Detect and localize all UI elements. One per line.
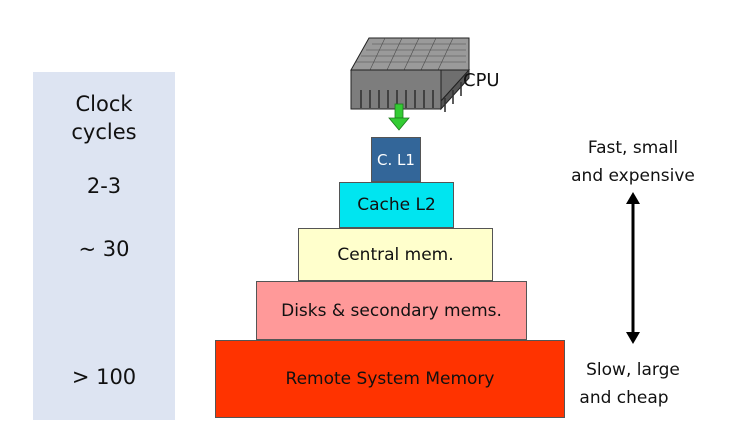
slow-note-line2: and cheap [579,388,669,408]
cpu-to-cache-arrow [388,103,410,131]
tier-l1-cache: C. L1 [371,137,421,182]
fast-note-line1: Fast, small [587,138,679,158]
speed-cost-double-arrow [626,192,640,344]
slow-note-line1: Slow, large [586,360,680,380]
tier-central-memory: Central mem. [298,228,493,281]
clock-cycles-panel [33,72,175,420]
clock-cycles-heading-line1: Clock [75,92,133,116]
cpu-label: CPU [463,70,500,91]
tier-secondary-memory: Disks & secondary mems. [256,281,527,340]
clock-cycles-heading-line2: cycles [71,120,137,144]
tier-remote-memory: Remote System Memory [215,340,565,418]
tier-l2-cache: Cache L2 [339,182,454,228]
fast-note-line2: and expensive [571,166,695,186]
chip-icon [350,37,471,112]
clock-cycles-l1: 2-3 [86,174,122,198]
clock-cycles-central: ~ 30 [78,237,130,261]
clock-cycles-remote: > 100 [71,365,137,389]
